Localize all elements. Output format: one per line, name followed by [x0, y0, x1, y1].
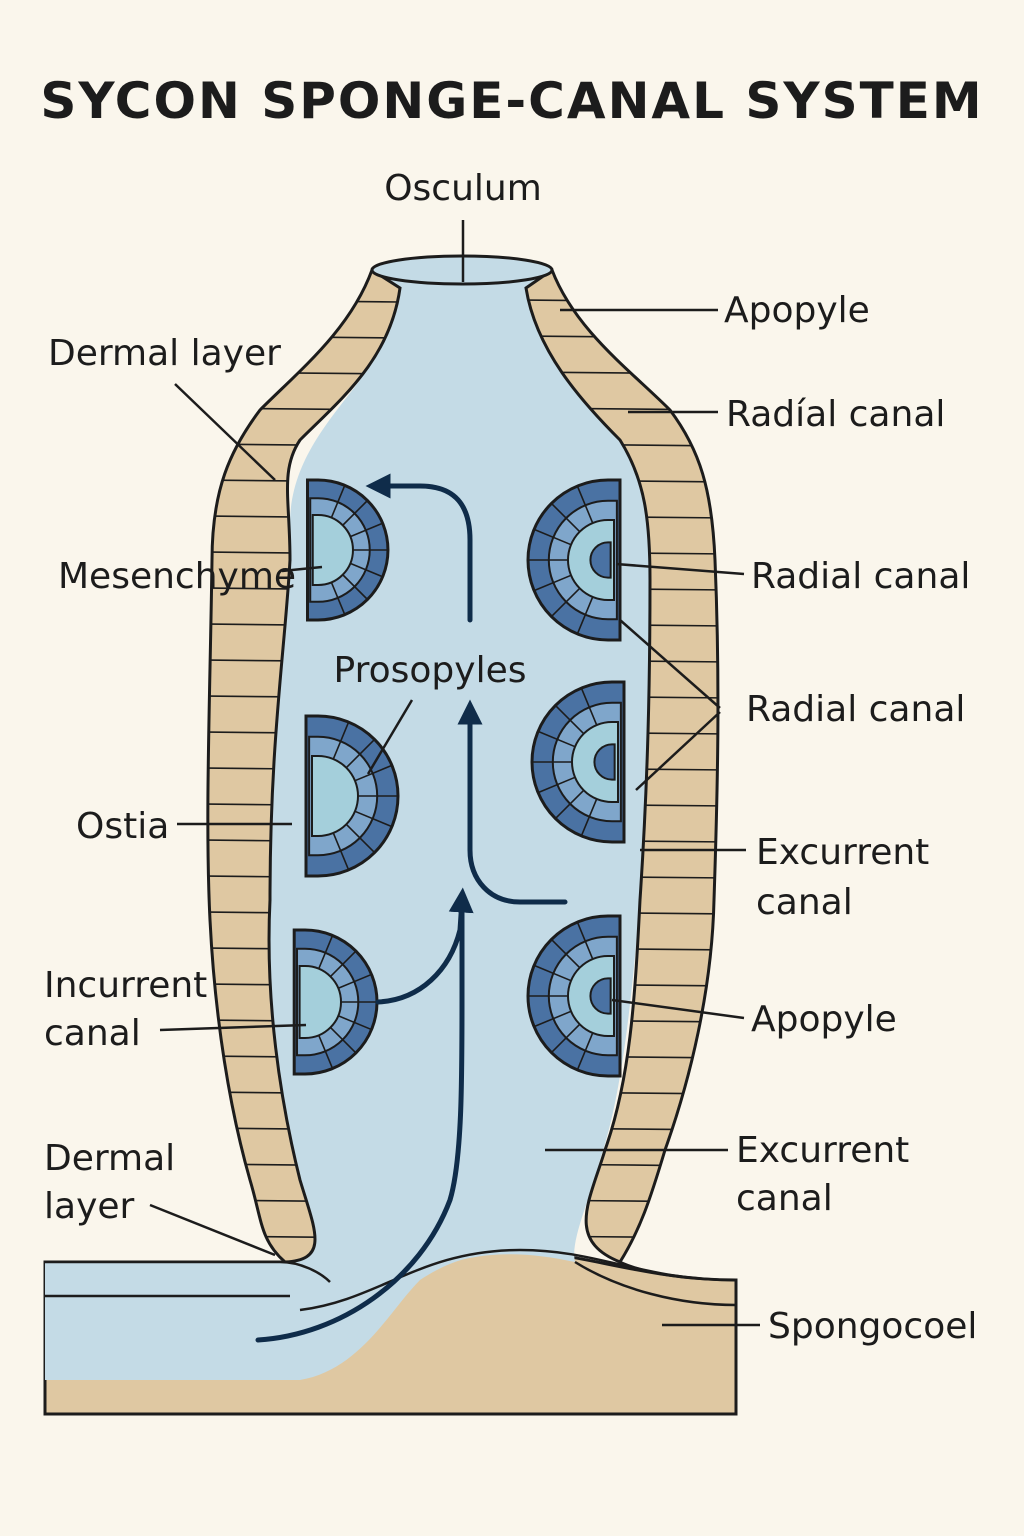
- label-excurrent-canal-2-line2: canal: [736, 1178, 833, 1219]
- substrate-edge: [299, 1248, 737, 1312]
- arrow-top: [365, 473, 473, 623]
- radial-chamber: [526, 914, 622, 1078]
- label-apopyle-top: Apopyle: [724, 290, 870, 331]
- label-excurrent-canal-2-line1: Excurrent: [736, 1130, 909, 1171]
- label-incurrent-canal-line1: Incurrent: [44, 965, 207, 1006]
- label-spongocoel: Spongocoel: [768, 1306, 977, 1347]
- radial-chambers: [292, 478, 626, 1078]
- label-radial-canal-2: Radial canal: [751, 556, 970, 597]
- radial-chamber: [530, 680, 626, 844]
- radial-chamber: [292, 928, 379, 1076]
- label-incurrent-canal-line2: canal: [44, 1013, 141, 1054]
- label-osculum: Osculum: [384, 168, 542, 209]
- label-mesenchyme: Mesenchyme: [58, 556, 296, 597]
- label-dermal-layer-top: Dermal layer: [48, 333, 281, 374]
- label-dermal-layer-bottom-line1: Dermal: [44, 1138, 175, 1179]
- label-radial-canal-1: Radíal canal: [726, 394, 945, 435]
- label-excurrent-canal-1-line1: Excurrent: [756, 832, 929, 873]
- label-dermal-layer-bottom-line2: layer: [44, 1186, 135, 1227]
- label-radial-canal-3: Radial canal: [746, 689, 965, 730]
- radial-chamber: [526, 478, 622, 642]
- base-dermal-edge: [45, 1260, 331, 1283]
- label-apopyle-bottom: Apopyle: [751, 999, 897, 1040]
- radial-chamber: [306, 478, 390, 622]
- arrow-middle: [457, 699, 568, 905]
- arrow-bottom: [255, 897, 465, 1343]
- label-prosopyles: Prosopyles: [334, 650, 527, 691]
- flow-arrows: [255, 473, 568, 1343]
- label-ostia: Ostia: [76, 806, 169, 847]
- label-excurrent-canal-1-line2: canal: [756, 882, 853, 923]
- arrow-incurrent: [375, 887, 474, 1005]
- leader-lines: [149, 220, 760, 1327]
- basal-channel: [45, 1250, 520, 1380]
- right-base-inner-edge: [574, 1260, 737, 1307]
- diagram-title: SYCON SPONGE-CANAL SYSTEM: [40, 72, 983, 130]
- radial-chamber: [304, 714, 400, 878]
